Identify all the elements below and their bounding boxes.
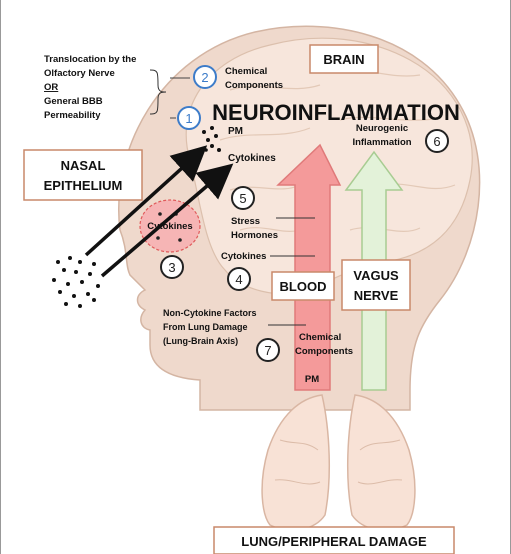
vagus-label-line2: NERVE: [354, 288, 399, 303]
chem-blood-line1: Chemical: [299, 332, 341, 343]
blood-label: BLOOD: [280, 279, 327, 294]
marker-4-number: 4: [235, 272, 242, 287]
left-lung: [262, 395, 329, 530]
marker-3-number: 3: [168, 260, 175, 275]
translocation-or: OR: [44, 82, 58, 93]
translocation-line4: General BBB: [44, 96, 103, 107]
marker-5-number: 5: [239, 191, 246, 206]
brain-label: BRAIN: [323, 52, 364, 67]
title-neuroinflammation: NEUROINFLAMMATION: [212, 100, 460, 125]
marker-6-number: 6: [433, 134, 440, 149]
stress-line1: Stress: [231, 216, 260, 227]
noncyt-line3: (Lung-Brain Axis): [163, 336, 238, 346]
neurogenic-line2: Inflammation: [352, 137, 411, 148]
marker-2-number: 2: [201, 70, 208, 85]
cytokines-head-label: Cytokines: [228, 153, 276, 164]
pm-bottom-label: PM: [305, 374, 319, 385]
chem-top-line2: Components: [225, 80, 283, 91]
neurogenic-line1: Neurogenic: [356, 123, 408, 134]
translocation-line5: Permeability: [44, 110, 101, 121]
right-lung: [348, 395, 415, 530]
marker-7-number: 7: [264, 343, 271, 358]
vagus-label-line1: VAGUS: [353, 268, 399, 283]
nasal-label-line2: EPITHELIUM: [44, 178, 123, 193]
translocation-line2: Olfactory Nerve: [44, 68, 115, 79]
noncyt-line2: From Lung Damage: [163, 322, 248, 332]
pm-head-label: PM: [228, 126, 243, 137]
cytokines-blood-label: Cytokines: [221, 251, 266, 262]
pm-particles-outside: [52, 256, 100, 308]
marker-1-number: 1: [185, 111, 192, 126]
noncyt-line1: Non-Cytokine Factors: [163, 308, 257, 318]
translocation-line1: Translocation by the: [44, 54, 136, 65]
chem-blood-line2: Components: [295, 346, 353, 357]
lung-label: LUNG/PERIPHERAL DAMAGE: [241, 534, 427, 549]
nasal-label-line1: NASAL: [61, 158, 106, 173]
chem-top-line1: Chemical: [225, 66, 267, 77]
stress-line2: Hormones: [231, 230, 278, 241]
